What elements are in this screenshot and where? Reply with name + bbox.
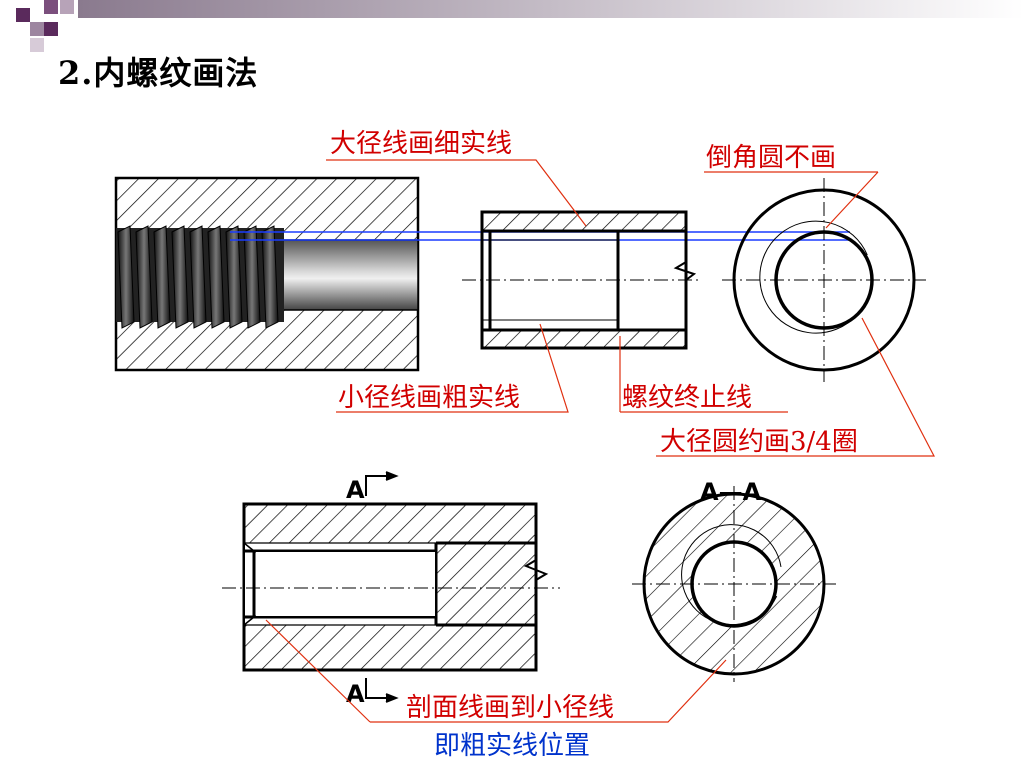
label-thread-end: 螺纹终止线 [622, 383, 752, 413]
thread-teeth [116, 225, 284, 329]
rendered-section-view [114, 176, 420, 372]
label-section-to-minor: 剖面线画到小径线 [406, 693, 614, 723]
label-thick-position: 即粗实线位置 [434, 731, 590, 761]
label-major-thin: 大径线画细实线 [330, 129, 512, 159]
section-mark-top-label: A [346, 476, 365, 504]
longitudinal-section-view [462, 210, 700, 350]
section-a-a-view [632, 486, 836, 682]
bottom-section-view [222, 502, 560, 672]
section-view-title: A—A [700, 478, 762, 506]
section-marks [365, 471, 399, 703]
section-mark-bottom-label: A [346, 680, 365, 708]
label-minor-thick: 小径线画粗实线 [338, 383, 520, 413]
header-decoration [16, 0, 1024, 52]
slide-title: 2.内螺纹画法 [58, 54, 259, 92]
end-view-top [722, 178, 926, 382]
label-chamfer-circle: 倒角圆不画 [706, 143, 836, 173]
label-major-three-quarter: 大径圆约画3/4圈 [660, 427, 858, 457]
annotation-leaders [265, 159, 935, 723]
